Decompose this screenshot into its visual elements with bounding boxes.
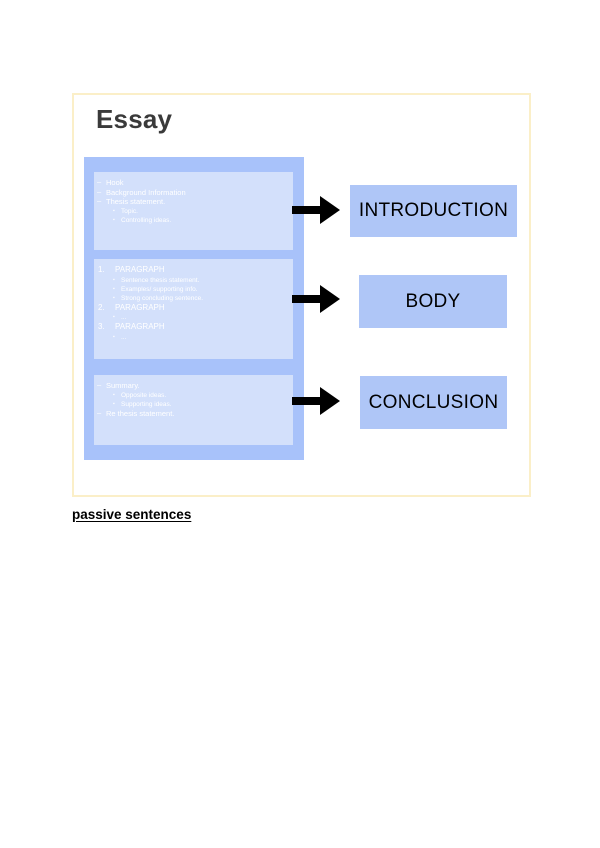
section-item: Re thesis statement. — [94, 408, 293, 419]
section-item: Thesis statement. — [94, 196, 293, 207]
section-item-label: PARAGRAPH — [115, 322, 165, 331]
section-subitem: Sentence thesis statement. — [94, 276, 293, 285]
section-item: Hook — [94, 177, 293, 188]
section-subitem: Topic. — [94, 207, 293, 216]
section-subitem: Opposite ideas. — [94, 391, 293, 400]
section-box-body: 1. PARAGRAPH Sentence thesis statement. … — [94, 259, 293, 359]
section-item: Summary. — [94, 380, 293, 391]
section-item-label: PARAGRAPH — [115, 265, 165, 274]
label-box-conclusion: CONCLUSION — [360, 376, 507, 429]
label-box-body: BODY — [359, 275, 507, 328]
section-subitem: Examples/ supporting info. — [94, 285, 293, 294]
section-item-label: PARAGRAPH — [115, 302, 165, 312]
section-item: 1. PARAGRAPH — [94, 265, 293, 276]
section-subitem: Supporting ideas. — [94, 400, 293, 409]
essay-structure-panel: Hook Background Information Thesis state… — [84, 157, 304, 460]
section-subitem: ... — [94, 333, 293, 342]
section-box-introduction: Hook Background Information Thesis state… — [94, 172, 293, 250]
section-item: 3. PARAGRAPH — [94, 322, 293, 333]
arrow-right-icon — [290, 282, 342, 316]
section-subitem: ... — [94, 313, 293, 322]
section-subitem: Controlling ideas. — [94, 216, 293, 225]
arrow-right-icon — [290, 193, 342, 227]
label-box-introduction: INTRODUCTION — [350, 185, 517, 237]
footer-note: passive sentences — [72, 507, 192, 522]
section-subitem: Strong concluding sentence. — [94, 294, 293, 303]
essay-diagram-panel: Essay Hook Background Information Thesis… — [72, 93, 531, 497]
arrow-right-icon — [290, 384, 342, 418]
list-number: 3. — [98, 322, 105, 331]
list-number: 1. — [98, 265, 105, 274]
page-title: Essay — [96, 104, 173, 134]
section-item: Background Information — [94, 187, 293, 198]
section-item: 2. PARAGRAPH — [94, 303, 293, 314]
list-number: 2. — [98, 302, 105, 312]
section-box-conclusion: Summary. Opposite ideas. Supporting idea… — [94, 375, 293, 445]
